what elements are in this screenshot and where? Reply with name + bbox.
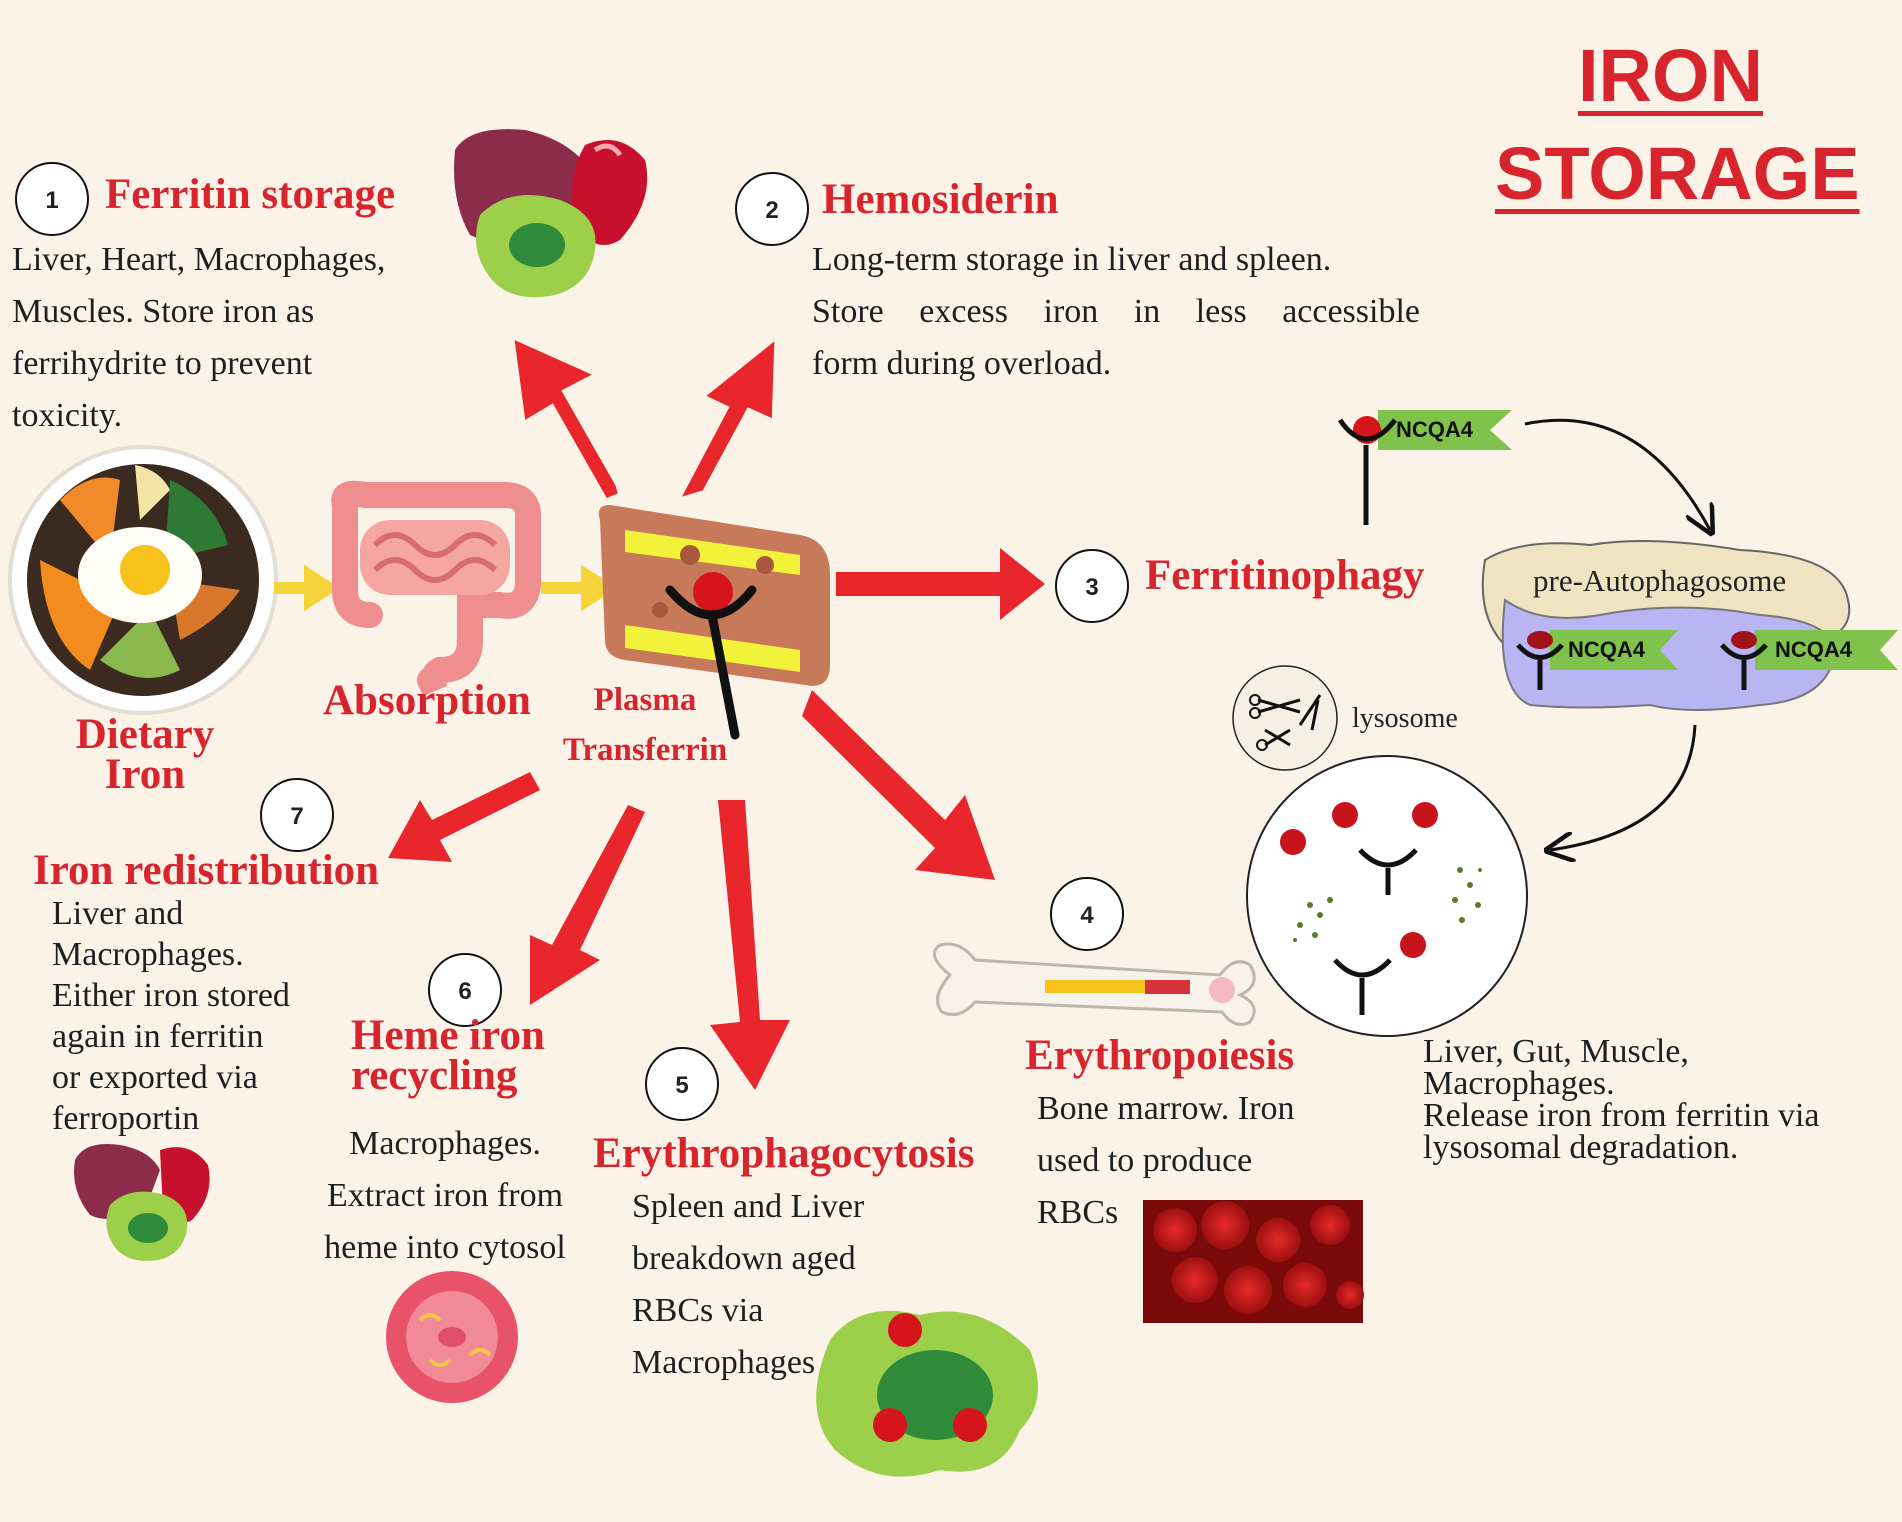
stage-6-number: 6: [428, 953, 502, 1027]
stage-6-heading-line: Heme iron: [351, 1012, 545, 1059]
stage-4-line: RBCs: [1037, 1194, 1119, 1231]
blood-vessel-icon: [598, 505, 830, 740]
stage-6-line: Macrophages.: [349, 1125, 541, 1162]
stage-4-line: used to produce: [1037, 1142, 1253, 1179]
stage-3-line: Macrophages.: [1423, 1065, 1615, 1102]
stage-5-line: Spleen and Liver: [632, 1188, 865, 1225]
pre-autophagosome-label: pre-Autophagosome: [1533, 563, 1787, 598]
stage-7-line: ferroportin: [52, 1100, 200, 1137]
arrow-to-redistribution: [388, 772, 540, 862]
stage-2-heading: Hemosiderin: [822, 176, 1059, 223]
stage-6-line: Extract iron from: [326, 1177, 564, 1214]
stage-4-heading: Erythropoiesis: [1025, 1032, 1295, 1079]
cycle-arrow-bottom: [1550, 724, 1697, 850]
pre-autophagosome-icon: [1481, 540, 1898, 711]
intestine-icon: [331, 480, 542, 696]
stage-1-line: toxicity.: [12, 397, 123, 434]
lysosome-icon: [1246, 755, 1528, 1037]
liver-heart-macrophage-small-icon: [74, 1144, 210, 1261]
stage-2-line: form during overload.: [812, 345, 1112, 382]
stage-7-line: Liver and: [52, 895, 184, 932]
stage-4-line: Bone marrow. Iron: [1037, 1090, 1295, 1127]
receptor-top: [1337, 410, 1512, 525]
red-blood-cells-icon: [1143, 1200, 1364, 1323]
stage-2-line: Long-term storage in liver and spleen.: [812, 241, 1332, 278]
stage-5-text: Spleen and Liver breakdown aged RBCs via…: [632, 1181, 864, 1389]
stage-2-text: Long-term storage in liver and spleen. S…: [812, 234, 1420, 390]
stage-3-line: Liver, Gut, Muscle,: [1423, 1033, 1689, 1070]
stage-1-heading: Ferritin storage: [105, 171, 396, 218]
stage-5-line: Macrophages: [632, 1344, 816, 1381]
absorption-label: Absorption: [323, 677, 531, 724]
stage-1-line: Liver, Heart, Macrophages,: [12, 241, 386, 278]
dietary-line1: Dietary: [75, 711, 215, 758]
scissors-icon: [1232, 665, 1338, 771]
stage-7-line: again in ferritin: [52, 1018, 264, 1055]
stage-1-text: Liver, Heart, Macrophages, Muscles. Stor…: [12, 234, 385, 442]
stage-7-heading: Iron redistribution: [33, 847, 380, 894]
stage-1-number: 1: [15, 162, 89, 236]
cycle-arrow-top: [1524, 418, 1710, 530]
stage-7-line: Either iron stored: [52, 977, 290, 1014]
arrow-to-erythropoiesis: [802, 690, 995, 880]
stage-1-line: Muscles. Store iron as: [12, 293, 315, 330]
stage-6-line: heme into cytosol: [324, 1229, 566, 1266]
stage-1-line: ferrihydrite to prevent: [12, 345, 313, 382]
stage-7-line: or exported via: [52, 1059, 258, 1096]
stage-3-number: 3: [1055, 549, 1129, 623]
arrow-to-heme-recycling: [530, 805, 645, 1005]
stage-3-line: Release iron from ferritin via: [1423, 1097, 1820, 1134]
macrophage-icon: [816, 1310, 1038, 1477]
absorption-arrow-2: [541, 564, 618, 612]
distribution-arrows: [388, 340, 1045, 1090]
transferrin-line1: Plasma: [593, 682, 697, 718]
ncqa4-tag-top: NCQA4: [1396, 417, 1474, 442]
arrow-to-erythrophagocytosis: [710, 800, 790, 1090]
stage-5-line: breakdown aged: [632, 1240, 856, 1277]
dietary-line2: Iron: [104, 751, 186, 798]
stage-6-heading-line: recycling: [351, 1052, 518, 1099]
stage-5-line: RBCs via: [632, 1292, 764, 1329]
stage-3-line: lysosomal degradation.: [1423, 1129, 1739, 1166]
lysosome-label: lysosome: [1352, 703, 1458, 734]
stage-6-text: Macrophages. Extract iron from heme into…: [300, 1118, 590, 1274]
page-title-line2: STORAGE: [1495, 132, 1860, 215]
stage-5-number: 5: [645, 1047, 719, 1121]
stage-4-number: 4: [1050, 877, 1124, 951]
stage-7-text: Liver and Macrophages. Either iron store…: [52, 893, 290, 1139]
stage-2-line: Store excess iron in less accessible: [812, 293, 1420, 330]
bone-icon: [932, 942, 1256, 1026]
stage-6-heading: Heme iron recycling: [351, 1012, 545, 1099]
stage-7-line: Macrophages.: [52, 936, 244, 973]
stage-7-number: 7: [260, 778, 334, 852]
stage-4-text: Bone marrow. Iron used to produce RBCs: [1037, 1083, 1294, 1239]
ncqa4-tag-left: NCQA4: [1568, 637, 1646, 662]
heme-cell-icon: [386, 1271, 518, 1403]
liver-heart-macrophage-icon: [454, 129, 648, 298]
transferrin-label: Plasma Transferrin: [555, 675, 735, 775]
dietary-bowl-icon: [8, 445, 278, 715]
stage-3-text: Liver, Gut, Muscle, Macrophages. Release…: [1423, 1033, 1820, 1166]
absorption-arrow-1: [274, 564, 340, 612]
ncqa4-tag-right: NCQA4: [1775, 637, 1853, 662]
stage-2-number: 2: [735, 172, 809, 246]
stage-3-heading: Ferritinophagy: [1145, 552, 1425, 599]
arrow-to-ferritinophagy: [836, 548, 1045, 620]
transferrin-line2: Transferrin: [562, 732, 728, 768]
dietary-iron-label: Dietary Iron: [70, 713, 220, 798]
stage-5-heading: Erythrophagocytosis: [593, 1130, 975, 1177]
page-title-line1: IRON: [1578, 34, 1763, 117]
